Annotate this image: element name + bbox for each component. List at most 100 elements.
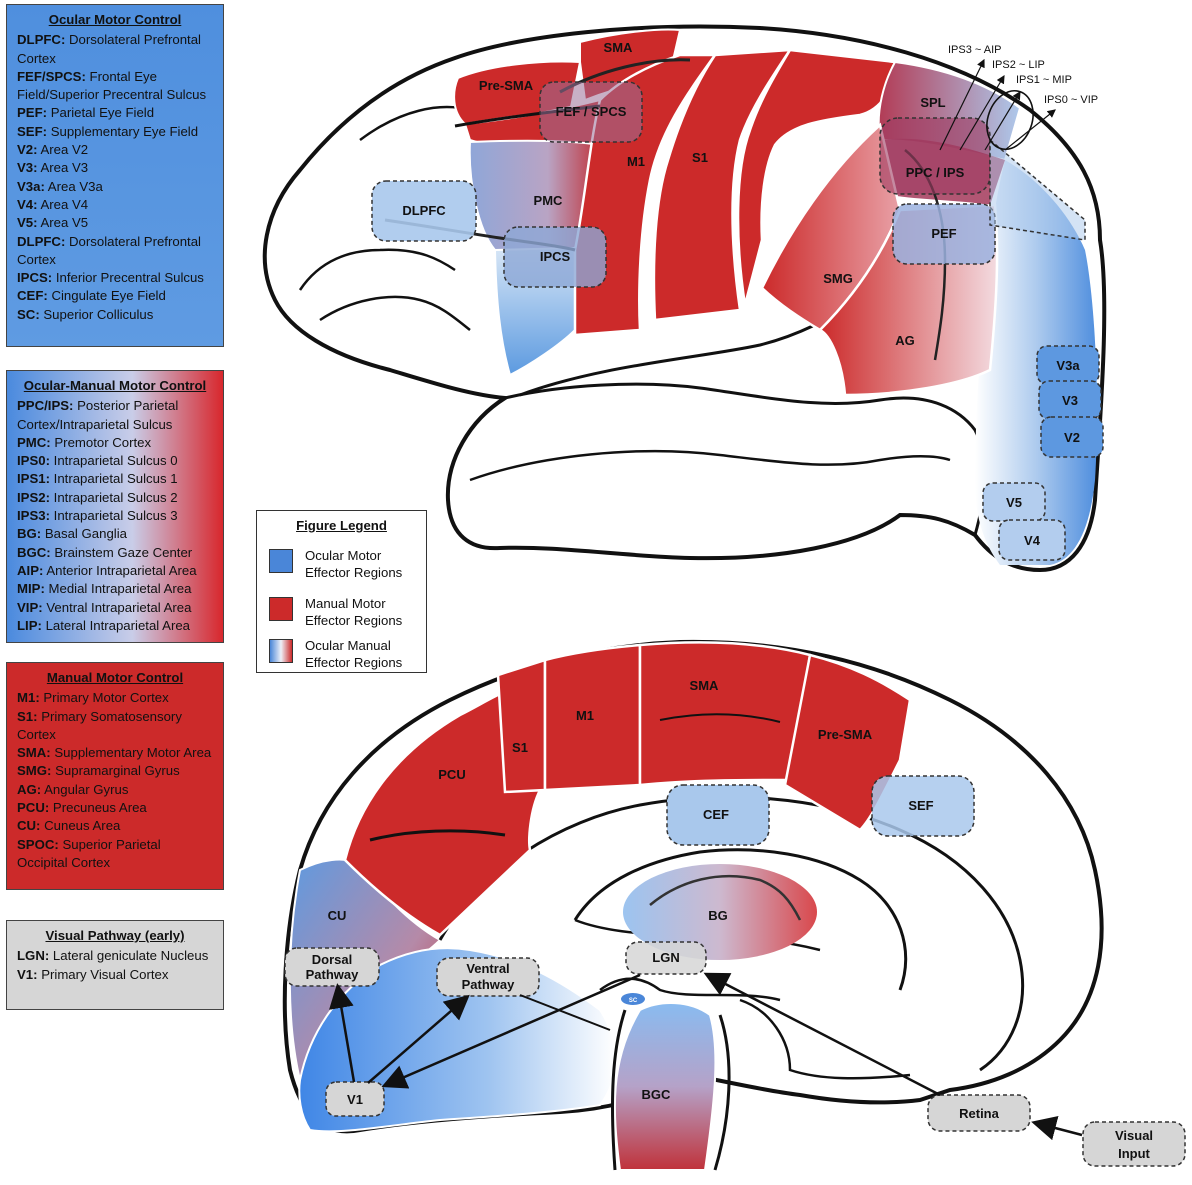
legend-ocular-manual-swatch	[269, 639, 293, 663]
corpus-callosum-inner	[573, 848, 908, 991]
panel-item-abbr: V3a:	[17, 178, 45, 194]
panel-item: IPS0: Intraparietal Sulcus 0	[17, 452, 213, 470]
cef-box	[666, 784, 770, 846]
panel-item-desc: Precuneus Area	[52, 800, 147, 816]
label-bgc: BGC	[642, 1087, 672, 1102]
sef-box	[871, 775, 975, 837]
panel-item-desc: Primary Motor Cortex	[43, 690, 169, 706]
legend-manual-swatch	[269, 597, 293, 621]
arrow-v1-to-ventral	[367, 994, 470, 1084]
panel-item-desc: Basal Ganglia	[44, 526, 127, 542]
label-sma-medial: SMA	[690, 678, 720, 693]
panel-item-desc: Medial Intraparietal Area	[48, 581, 192, 597]
panel-item: LIP: Lateral Intraparietal Area	[17, 617, 213, 635]
panel-item-desc: Superior Colliculus	[43, 306, 154, 322]
retina-box	[927, 1094, 1031, 1132]
label-ag: AG	[895, 333, 915, 348]
panel-item-abbr: V3:	[17, 160, 38, 176]
panel-item-abbr: AIP:	[17, 562, 44, 578]
ocular-motor-list: DLPFC: Dorsolateral Prefrontal Cortex FEF…	[17, 31, 213, 324]
panel-item-abbr: SMG:	[17, 763, 52, 779]
ocular-motor-panel: Ocular Motor Control DLPFC: Dorsolateral…	[6, 4, 224, 347]
label-ppc: PPC / IPS	[906, 165, 965, 180]
label-pef: PEF	[931, 226, 956, 241]
panel-item-desc: Supplementary Eye Field	[50, 123, 199, 139]
panel-item-abbr: PEF:	[17, 105, 48, 121]
legend-title: Figure Legend	[296, 518, 387, 533]
panel-item: PPC/IPS: Posterior Parietal Cortex/Intra…	[17, 397, 213, 434]
label-v3a: V3a	[1056, 358, 1080, 373]
ventral-box	[436, 957, 540, 997]
panel-item: CU: Cuneus Area	[17, 817, 213, 835]
panel-item-abbr: FEF/SPCS:	[17, 68, 86, 84]
panel-item-desc: Cuneus Area	[44, 818, 121, 834]
pef-box	[892, 203, 996, 265]
panel-item-abbr: AG:	[17, 781, 42, 797]
panel-item: V1: Primary Visual Cortex	[17, 966, 213, 984]
panel-item-abbr: BG:	[17, 526, 42, 542]
panel-item: BG: Basal Ganglia	[17, 525, 213, 543]
label-ips0: IPS0 ~ VIP	[1044, 94, 1098, 106]
label-sef: SEF	[908, 798, 933, 813]
visual-pathway-title: Visual Pathway (early)	[45, 928, 185, 943]
visual-pathway-panel: Visual Pathway (early) LGN: Lateral geni…	[6, 920, 224, 1010]
panel-item: IPS3: Intraparietal Sulcus 3	[17, 507, 213, 525]
panel-item-desc: Area V2	[40, 142, 89, 158]
panel-item: PCU: Precuneus Area	[17, 799, 213, 817]
panel-item-desc: Intraparietal Sulcus 3	[53, 508, 178, 524]
panel-item: LGN: Lateral geniculate Nucleus	[17, 947, 213, 965]
ocular-manual-title: Ocular-Manual Motor Control	[23, 378, 207, 393]
label-m1: M1	[627, 154, 645, 169]
panel-item-desc: Superior Parietal Occipital Cortex	[17, 836, 161, 870]
panel-item-desc: Area V5	[40, 215, 89, 231]
panel-item: M1: Primary Motor Cortex	[17, 689, 213, 707]
label-retina: Retina	[959, 1106, 1000, 1121]
temporal-sulcus	[469, 449, 951, 482]
lgn-box	[625, 941, 707, 975]
pcu-sulcus	[369, 829, 506, 842]
label-fef: FEF / SPCS	[556, 104, 627, 119]
label-ventral-2: Pathway	[462, 977, 516, 992]
label-pmc: PMC	[534, 193, 564, 208]
panel-item-desc: Supramarginal Gyrus	[55, 763, 180, 779]
label-sma: SMA	[604, 40, 634, 55]
label-ipcs: IPCS	[540, 249, 571, 264]
sc-blob	[621, 993, 645, 1005]
visual-input-box	[1082, 1121, 1186, 1167]
manual-motor-panel: Manual Motor Control M1: Primary Motor C…	[6, 662, 224, 890]
panel-item: DLPFC: Dorsolateral Prefrontal Cortex	[17, 233, 213, 270]
panel-item-desc: Angular Gyrus	[44, 781, 129, 797]
legend-ocular-swatch	[269, 549, 293, 573]
medial-brain: S1 M1 SMA Pre-SMA PCU CEF SEF CU BG LGN …	[282, 639, 1186, 1171]
panel-item-desc: Premotor Cortex	[54, 434, 152, 450]
panel-item-abbr: CEF:	[17, 288, 48, 304]
label-dorsal-1: Dorsal	[312, 952, 352, 967]
panel-item: FEF/SPCS: Frontal Eye Field/Superior Pre…	[17, 68, 213, 105]
label-visual-input-2: Input	[1118, 1146, 1150, 1161]
panel-item-desc: Area V4	[40, 196, 89, 212]
dlpfc-box	[371, 180, 477, 242]
bg-ventricle	[649, 874, 802, 921]
label-smg: SMG	[823, 271, 853, 286]
arrow-retina-to-lgn	[703, 972, 941, 1097]
manual-motor-title: Manual Motor Control	[46, 670, 184, 685]
label-dorsal-2: Pathway	[306, 967, 360, 982]
panel-item-abbr: V2:	[17, 142, 38, 158]
panel-item-abbr: VIP:	[17, 599, 43, 615]
cerebellum-curve	[739, 998, 911, 1080]
panel-item-abbr: IPCS:	[17, 270, 53, 286]
label-pre-sma: Pre-SMA	[479, 78, 534, 93]
label-v5: V5	[1006, 495, 1022, 510]
panel-item-abbr: DLPFC:	[17, 233, 66, 249]
panel-item-abbr: SC:	[17, 306, 40, 322]
ips2-leader	[959, 74, 1005, 151]
s1-lateral	[652, 48, 793, 322]
panel-item-desc: Primary Visual Cortex	[41, 966, 169, 982]
panel-item-abbr: SMA:	[17, 745, 51, 761]
panel-item: SC: Superior Colliculus	[17, 306, 213, 324]
panel-item-abbr: M1:	[17, 690, 40, 706]
panel-item: SPOC: Superior Parietal Occipital Cortex	[17, 836, 213, 873]
